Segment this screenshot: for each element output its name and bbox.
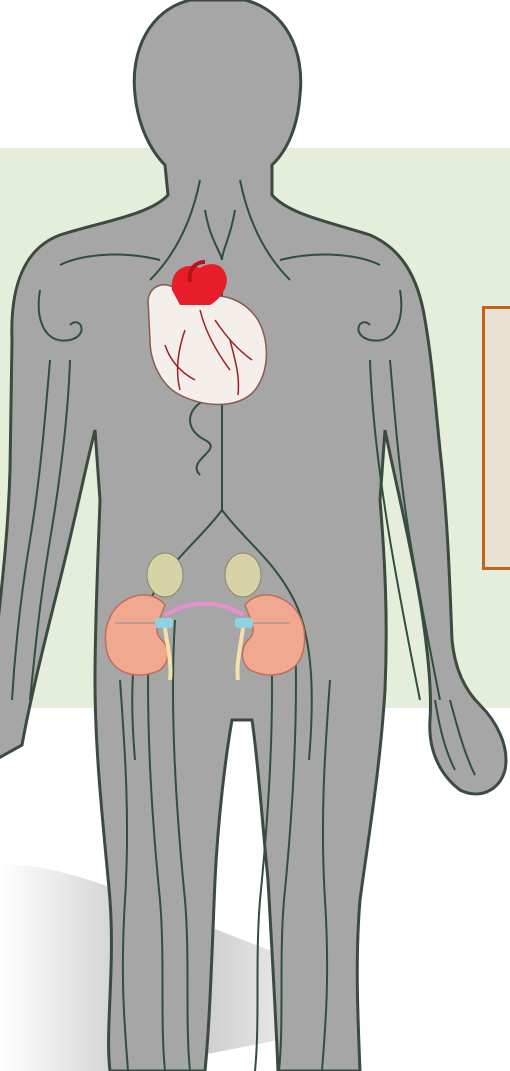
callout-box xyxy=(482,306,510,570)
